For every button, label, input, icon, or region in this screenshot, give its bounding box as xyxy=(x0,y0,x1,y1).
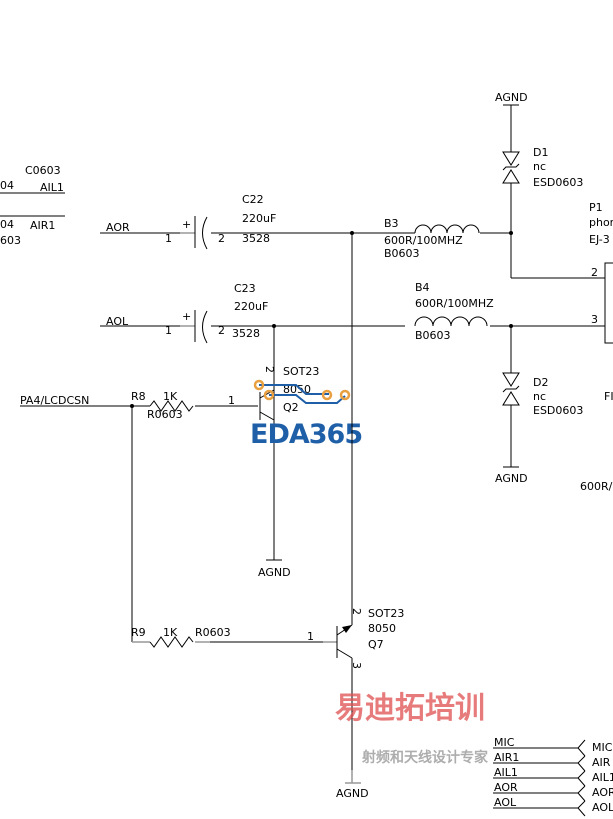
package-label: ESD0603 xyxy=(533,404,583,417)
bus-net-label: AIR xyxy=(592,756,611,769)
value-label: 600R/100MHZ xyxy=(384,234,463,247)
pin-number: 2 xyxy=(218,232,225,245)
agnd-label: AGND xyxy=(495,472,528,485)
bus-net-label: AOR xyxy=(592,786,613,799)
plus-sign: + xyxy=(182,310,191,323)
value-label: nc xyxy=(533,390,546,403)
package-label: B0603 xyxy=(415,329,451,342)
bus-net-label: AOL xyxy=(592,801,613,814)
pin-number: 2 xyxy=(218,324,225,337)
transistor-q2: 2 SOT23 8050 Q2 xyxy=(253,365,351,421)
part-label: C0603 xyxy=(25,164,61,177)
pin-number: 2 xyxy=(263,366,276,373)
value-label: 04 xyxy=(0,179,14,192)
package-label: SOT23 xyxy=(368,607,404,620)
net-label: AIL1 xyxy=(40,181,64,194)
fragment-label: FI xyxy=(604,390,613,403)
ref-label: B4 xyxy=(415,281,430,294)
ref-label: R9 xyxy=(131,626,146,639)
ref-label: D2 xyxy=(533,376,548,389)
value-label: phor xyxy=(589,216,613,229)
cn-watermark: 易迪拓培训 xyxy=(335,691,485,726)
ref-label: C23 xyxy=(234,282,256,295)
package-label: 3528 xyxy=(232,327,260,340)
pin-number: 2 xyxy=(591,266,598,279)
value-label: 600R/100MHZ xyxy=(415,297,494,310)
eda365-watermark: EDA365 xyxy=(250,419,362,450)
ref-label: Q7 xyxy=(368,638,384,651)
agnd-label: AGND xyxy=(258,566,291,579)
pin-number: 3 xyxy=(350,662,363,669)
aor-net: AOR xyxy=(100,221,511,235)
agnd-label: AGND xyxy=(336,787,369,800)
package-label: 3528 xyxy=(242,232,270,245)
package-label: R0603 xyxy=(195,626,231,639)
pin-number: 1 xyxy=(228,394,235,407)
inductor-b4: B4 600R/100MHZ B0603 xyxy=(414,281,494,342)
plus-sign: + xyxy=(182,218,191,231)
part-label: 603 xyxy=(0,234,21,247)
connector-p1: P1 phor EJ-3 2 3 FI 600R/ xyxy=(580,201,613,493)
net-label-aol: AOL xyxy=(106,315,129,328)
fragment-label: 600R/ xyxy=(580,480,613,493)
value-label: 220uF xyxy=(242,212,276,225)
value-label: 04 xyxy=(0,218,14,231)
bus-net-label: MIC xyxy=(494,736,515,749)
diode-d1: AGND D1 nc ESD0603 xyxy=(495,91,605,279)
bus-net-label: AIL1 xyxy=(592,771,613,784)
value-label: 8050 xyxy=(368,622,396,635)
net-label: AIR1 xyxy=(30,219,55,232)
ref-label: C22 xyxy=(242,193,264,206)
cn-sub-watermark: 射频和天线设计专家 xyxy=(361,749,489,766)
package-label: ESD0603 xyxy=(533,176,583,189)
package-label: EJ-3 xyxy=(589,233,610,246)
net-label-aor: AOR xyxy=(106,221,130,234)
pin-number: 1 xyxy=(307,630,314,643)
pin-number: 3 xyxy=(591,313,598,326)
bus-net-label: AIL1 xyxy=(494,766,518,779)
bus-net-label: MIC xyxy=(592,741,613,754)
value-label: 1K xyxy=(163,626,178,639)
inductor-b3: B3 600R/100MHZ B0603 xyxy=(384,217,480,260)
aol-net: AOL AGND xyxy=(100,315,605,579)
pin-number: 1 xyxy=(165,324,172,337)
agnd-label: AGND xyxy=(495,91,528,104)
pcb-trace-graphic xyxy=(253,379,351,404)
bus-net-label: AOL xyxy=(494,796,517,809)
bus-net-label: AOR xyxy=(494,781,518,794)
diode-d2: AGND D2 nc ESD0603 xyxy=(495,326,583,485)
ref-label: B3 xyxy=(384,217,399,230)
capacitor-c23: + 1 2 C23 220uF 3528 xyxy=(165,282,268,344)
value-label: 1K xyxy=(163,390,178,403)
value-label: 220uF xyxy=(234,300,268,313)
package-label: R0603 xyxy=(147,408,183,421)
package-label: B0603 xyxy=(384,247,420,260)
ref-label: D1 xyxy=(533,146,548,159)
pin-number: 1 xyxy=(165,232,172,245)
ref-label: P1 xyxy=(589,201,603,214)
resistor-r9: R9 1K R0603 1 xyxy=(131,626,337,648)
ref-label: R8 xyxy=(131,390,146,403)
pin-number: 2 xyxy=(350,608,363,615)
value-label: nc xyxy=(533,160,546,173)
bus-net-label: AIR1 xyxy=(494,751,519,764)
left-fragment: C0603 04 AIL1 04 AIR1 603 xyxy=(0,164,65,247)
transistor-q7: AGND 2 3 SOT23 8050 Q7 xyxy=(336,607,404,800)
package-label: SOT23 xyxy=(283,365,319,378)
bus-entries: MIC MIC AIR1 AIR AIL1 AIL1 AOR AOR AOL A… xyxy=(493,736,613,817)
capacitor-c22: + 1 2 C22 220uF 3528 xyxy=(165,193,276,250)
pa4-net: PA4/LCDCSN R8 1K R0603 1 xyxy=(20,390,258,421)
ref-label: Q2 xyxy=(283,401,299,414)
net-label-pa4: PA4/LCDCSN xyxy=(20,394,89,407)
